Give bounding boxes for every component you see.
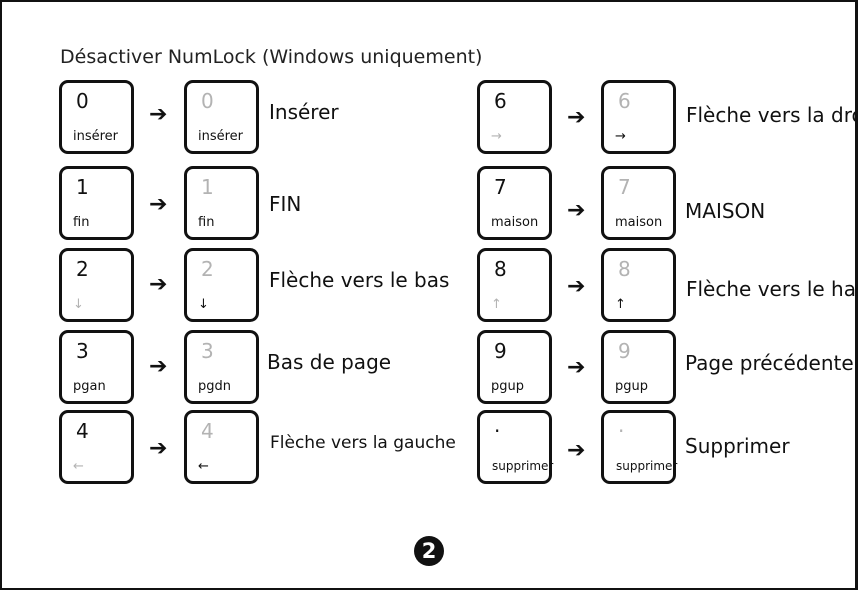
right-arrow-icon: → [491,129,502,144]
key-sublabel: supprimer [616,459,678,473]
key-sublabel: maison [491,215,539,230]
key-number: 9 [618,339,631,363]
key-number: 3 [76,339,89,363]
key-sublabel: insérer [73,129,119,144]
arrow-right-icon: ➔ [149,354,168,379]
key-number: 8 [618,257,631,281]
key-sublabel: maison [615,215,663,230]
key-4: 4 ← [59,410,134,484]
function-label: Flèche vers le hau [686,277,857,301]
key-3: 3 pgan [59,330,134,404]
key-sublabel: pgup [615,379,648,394]
key-2: 2 ↓ [59,248,134,322]
function-label: Supprimer [685,434,790,458]
key-8: 8 ↑ [477,248,552,322]
mapped-key-2: 2 ↓ [184,248,259,322]
left-arrow-icon: ← [198,459,209,474]
arrow-right-icon: ➔ [149,272,168,297]
key-0: 0 insérer [59,80,134,154]
mapped-key-3: 3 pgdn [184,330,259,404]
arrow-right-icon: ➔ [149,436,168,461]
arrow-right-icon: ➔ [567,355,586,380]
key-decimal: · supprimer [477,410,554,484]
function-label: Page précédente [685,351,854,375]
function-label: Flèche vers la dro [686,103,857,127]
right-border [855,0,858,590]
function-label: MAISON [685,199,766,223]
mapped-key-9: 9 pgup [601,330,676,404]
left-arrow-icon: ← [73,459,84,474]
down-arrow-icon: ↓ [198,297,209,312]
key-sublabel: pgdn [198,379,231,394]
key-number: 7 [618,175,631,199]
key-sublabel: fin [73,215,90,230]
key-sublabel: pgup [491,379,524,394]
key-number: 1 [76,175,89,199]
mapped-key-0: 0 insérer [184,80,259,154]
key-number: · [618,419,625,443]
arrow-right-icon: ➔ [567,274,586,299]
arrow-right-icon: ➔ [567,438,586,463]
function-label: Flèche vers le bas [269,268,450,292]
page-number-badge: 2 [414,536,444,566]
key-number: 6 [494,89,507,113]
arrow-right-icon: ➔ [567,198,586,223]
down-arrow-icon: ↓ [73,297,84,312]
function-label: FIN [269,192,302,216]
up-arrow-icon: ↑ [615,297,626,312]
key-number: 1 [201,175,214,199]
key-sublabel: fin [198,215,215,230]
key-number: 7 [494,175,507,199]
right-arrow-icon: → [615,129,626,144]
key-9: 9 pgup [477,330,552,404]
function-label: Insérer [269,100,339,124]
key-number: 2 [201,257,214,281]
mapped-key-decimal: · supprimer [601,410,678,484]
mapped-key-4: 4 ← [184,410,259,484]
key-number: 9 [494,339,507,363]
function-label: Bas de page [267,350,392,374]
mapped-key-7: 7 maison [601,166,676,240]
key-number: 2 [76,257,89,281]
key-number: 4 [76,419,89,443]
key-1: 1 fin [59,166,134,240]
key-number: 4 [201,419,214,443]
up-arrow-icon: ↑ [491,297,502,312]
key-number: 3 [201,339,214,363]
key-sublabel: insérer [198,129,244,144]
key-number: 6 [618,89,631,113]
mapped-key-6: 6 → [601,80,676,154]
key-sublabel: supprimer [492,459,554,473]
key-7: 7 maison [477,166,552,240]
arrow-right-icon: ➔ [149,102,168,127]
key-sublabel: pgan [73,379,106,394]
page-title: Désactiver NumLock (Windows uniquement) [60,46,483,68]
mapped-key-8: 8 ↑ [601,248,676,322]
key-number: · [494,419,501,443]
arrow-right-icon: ➔ [149,192,168,217]
arrow-right-icon: ➔ [567,105,586,130]
key-6: 6 → [477,80,552,154]
function-label: Flèche vers la gauche [270,433,456,453]
key-number: 8 [494,257,507,281]
key-number: 0 [76,89,89,113]
key-number: 0 [201,89,214,113]
mapped-key-1: 1 fin [184,166,259,240]
